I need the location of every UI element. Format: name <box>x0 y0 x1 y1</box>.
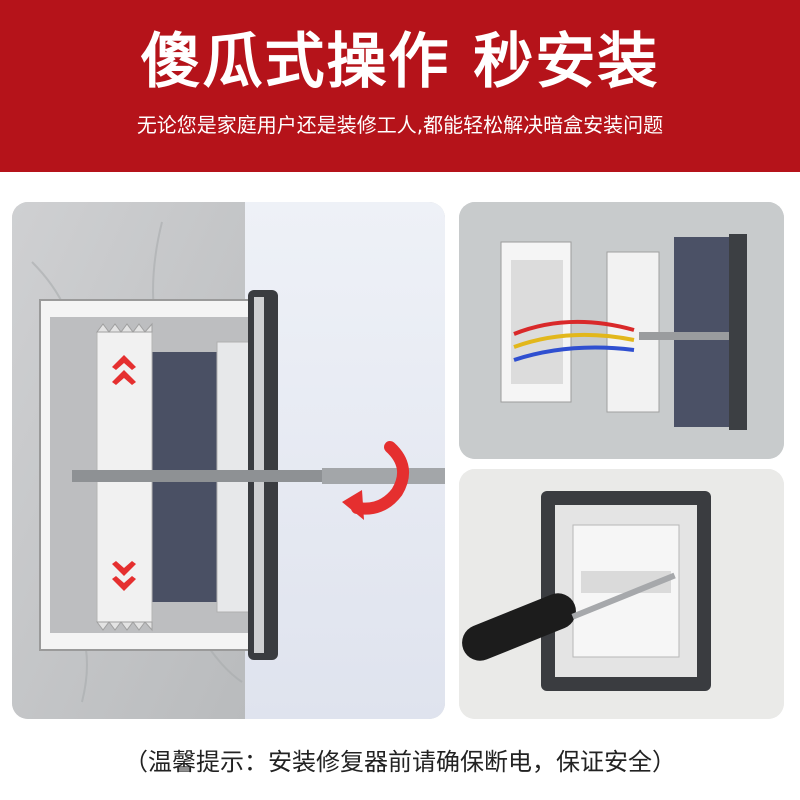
screwdriver-mounting-image <box>459 469 784 719</box>
screw-rod <box>639 332 729 340</box>
down-arrows-icon <box>112 561 136 591</box>
header-banner: 傻瓜式操作 秒安装 无论您是家庭用户还是装修工人,都能轻松解决暗盒安装问题 <box>0 0 800 172</box>
wall-surface <box>245 202 445 719</box>
rotate-arrow-icon <box>342 441 410 520</box>
wired-box-image <box>459 202 784 459</box>
wired-box-illustration <box>459 202 784 459</box>
wires-icon <box>513 319 635 362</box>
screw-rod <box>72 470 322 482</box>
safety-notice: （温馨提示：安装修复器前请确保断电，保证安全） <box>124 748 676 776</box>
mounting-illustration <box>459 469 784 719</box>
screwdriver-icon <box>462 572 676 661</box>
screwdriver-shaft <box>322 468 445 484</box>
box-repair-image <box>12 202 445 719</box>
up-arrows-icon <box>112 355 136 385</box>
box-repair-illustration <box>12 202 445 719</box>
switch-faceplate <box>729 234 747 430</box>
banner-subtitle: 无论您是家庭用户还是装修工人,都能轻松解决暗盒安装问题 <box>136 113 664 137</box>
banner-title: 傻瓜式操作 秒安装 <box>140 27 660 97</box>
